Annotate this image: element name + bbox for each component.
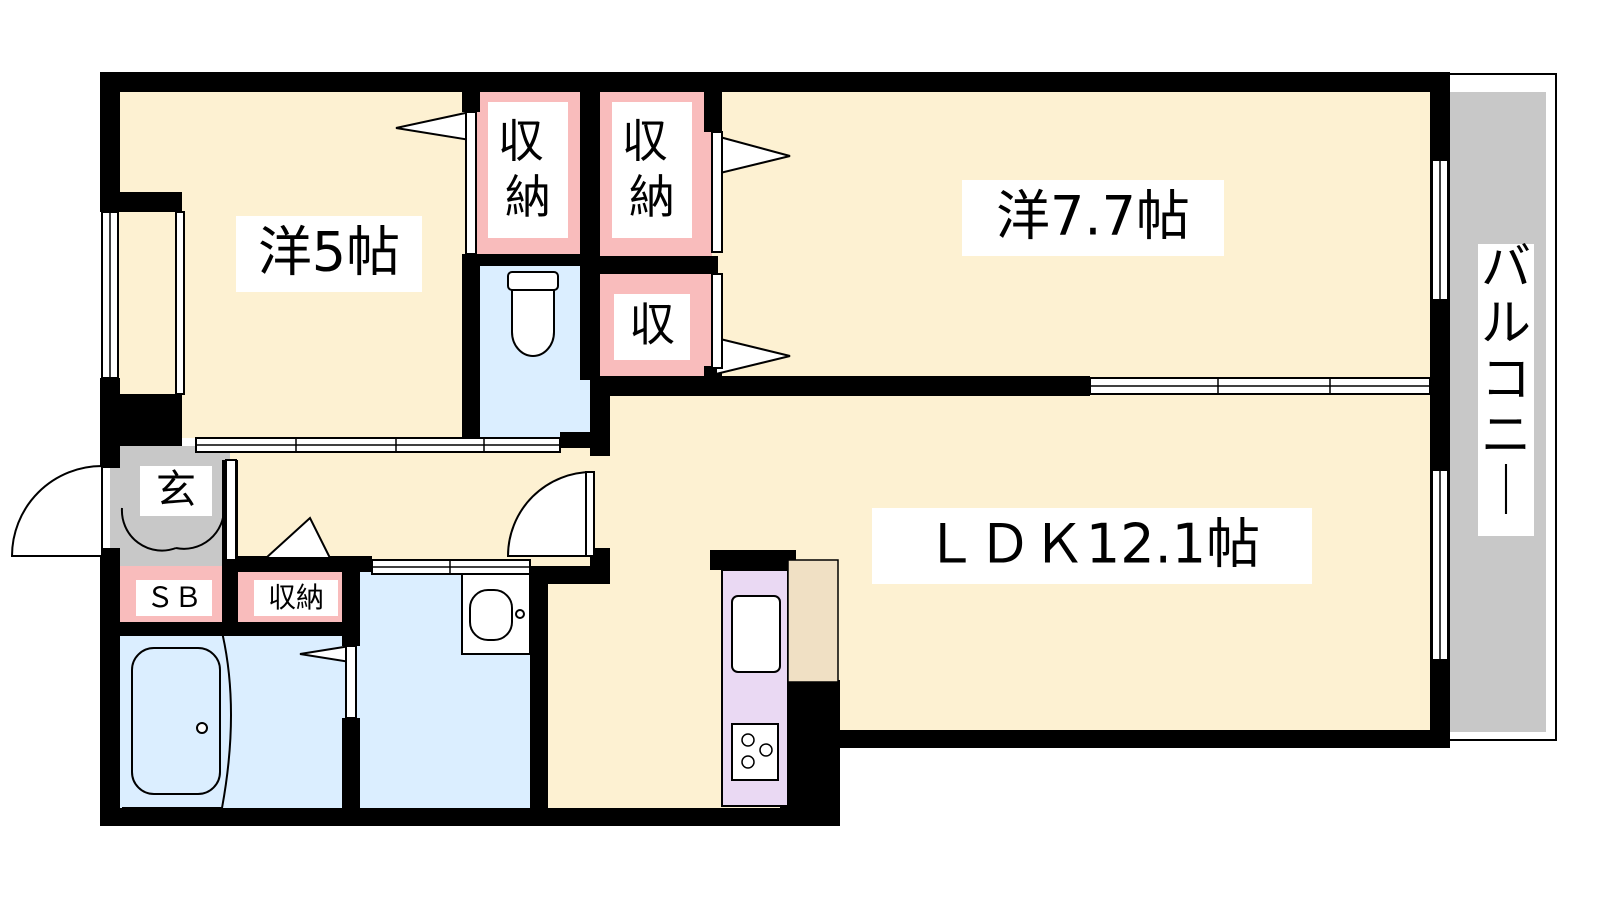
wall-washroom-right (530, 566, 548, 826)
hall-door (506, 470, 593, 557)
washbasin (461, 573, 531, 655)
burner-1 (741, 733, 755, 747)
burner-3 (741, 755, 755, 769)
balcony-label: バルコニ｜ (1481, 238, 1531, 520)
wall-toilet-bottom (560, 432, 590, 448)
wall-room-a-corner (100, 394, 182, 446)
storage-4-label: 収納 (268, 581, 324, 614)
wall-toilet-left (462, 254, 480, 440)
shoe-box-label: ＳＢ (146, 581, 202, 614)
wall-storage-mid (580, 256, 718, 274)
storage-1-label-line-2: 納 (505, 170, 551, 224)
balcony-label-char: バ (1481, 238, 1531, 296)
toilet-fixture (507, 271, 559, 357)
entrance-door (10, 464, 103, 557)
entrance-side-frame (225, 459, 237, 561)
balcony-label-char: ニ (1481, 406, 1531, 464)
wall-bottom-ldk (830, 730, 1450, 748)
wall-storage-divider (580, 72, 600, 380)
wall-left-upper (100, 72, 120, 212)
window-sash-lines (109, 160, 1441, 660)
balcony-label-char: コ (1481, 350, 1531, 408)
wall-washroom-left-lower (342, 718, 360, 826)
balcony-label-char: ｜ (1481, 462, 1531, 520)
wall-kitchen-back (780, 680, 840, 826)
entrance-arcs (120, 507, 226, 552)
wall-storage-1-left (462, 72, 480, 112)
room-a-closet-frame (175, 211, 185, 395)
storage-3-label: 収 (629, 298, 675, 352)
storage-1-label: 収 納 (498, 114, 559, 224)
kitchen (721, 559, 839, 807)
wall-left-bottom (100, 548, 120, 826)
wall-top (100, 72, 1440, 92)
storage-1-label-line-1: 収 (498, 114, 544, 168)
storage-3-door-frame (711, 273, 723, 369)
wall-utility-top (222, 556, 372, 572)
room-labels: 洋5帖 洋7.7帖 ＬＤＫ12.1帖 収 納 収 納 収 玄 ＳＢ 収納 バルコ… (136, 102, 1534, 616)
wall-toilet-top (462, 254, 590, 266)
wall-hall-divider (590, 376, 610, 456)
room-a-door-frame (465, 111, 477, 255)
bathtub (122, 631, 232, 809)
kitchen-stove (731, 723, 779, 781)
ldk-label: ＬＤＫ12.1帖 (924, 513, 1260, 576)
utility-door (263, 516, 332, 559)
fridge-space (787, 559, 839, 683)
wall-ldk-top (590, 376, 1090, 396)
wall-bottom (100, 808, 840, 826)
balcony-label-char: ル (1481, 294, 1531, 352)
kitchen-sink (731, 595, 781, 673)
storage-2-label: 収 納 (622, 114, 683, 224)
storage-2-label-line-1: 収 (622, 114, 668, 168)
wall-shoe-box-divider (222, 556, 238, 636)
doors (10, 110, 791, 719)
storage-2-door-frame (711, 131, 723, 253)
wall-storage-2-right (704, 72, 722, 132)
western-room-b-label: 洋7.7帖 (996, 185, 1190, 248)
western-room-a-label: 洋5帖 (258, 221, 400, 284)
wall-hall-bottom (530, 566, 610, 584)
hall-door-frame (585, 471, 595, 557)
bath-door-frame (345, 645, 357, 719)
storage-2-label-line-2: 納 (629, 170, 675, 224)
wall-kitchen-top (710, 550, 796, 570)
entrance-label: 玄 (156, 467, 196, 513)
burner-2 (759, 743, 773, 757)
wall-room-a-closet (100, 192, 182, 212)
